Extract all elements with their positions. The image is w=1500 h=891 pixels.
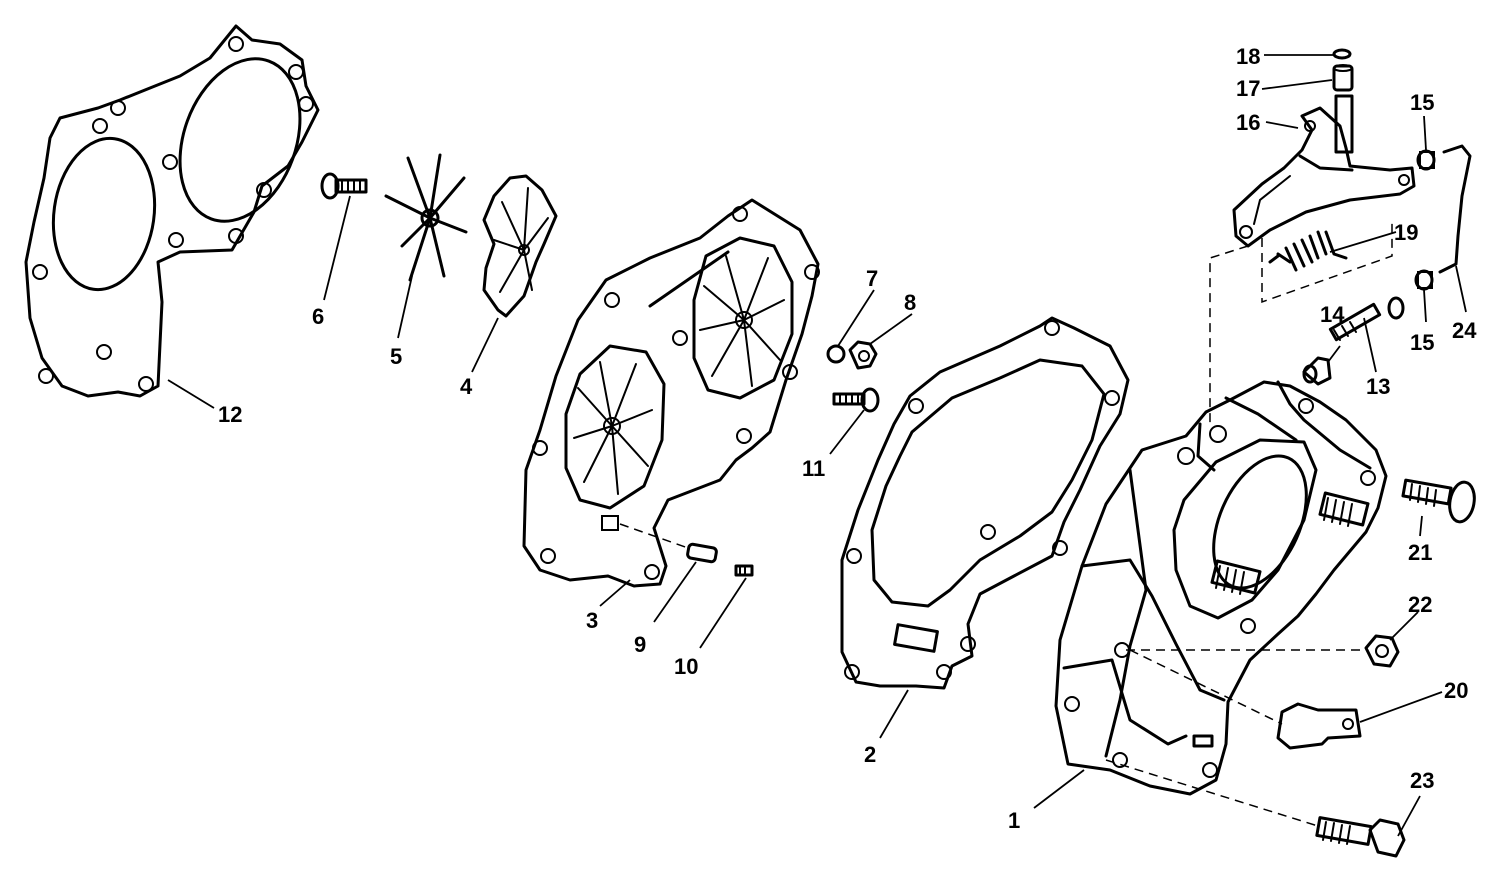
leader-lines xyxy=(167,54,1467,837)
callout-14: 14 xyxy=(1320,302,1345,327)
callout-1: 1 xyxy=(1008,808,1020,833)
callout-17: 17 xyxy=(1236,76,1260,101)
housing-stud-upper xyxy=(1318,491,1370,527)
callout-6: 6 xyxy=(312,304,324,329)
part-18-washer xyxy=(1332,48,1352,60)
callout-24: 24 xyxy=(1452,318,1477,343)
part-23-bolt xyxy=(1315,816,1406,858)
part-15-bushing-upper xyxy=(1416,149,1436,171)
part-17-sleeve xyxy=(1332,64,1354,92)
callout-4: 4 xyxy=(460,374,473,399)
part-4-reed-stop xyxy=(482,174,558,318)
part-24-link-rod xyxy=(1438,144,1472,274)
callout-labels: 12 6 5 4 3 9 10 7 8 11 2 1 14 13 15 15 2… xyxy=(218,44,1477,833)
part-20-clamp xyxy=(1276,702,1362,750)
part-8-nut xyxy=(848,340,878,370)
part-1-housing xyxy=(1054,380,1388,796)
part-5-reed-petals xyxy=(384,153,468,282)
part-2-gasket xyxy=(840,316,1130,690)
callout-11: 11 xyxy=(802,456,825,481)
part-9-dowel-pin xyxy=(686,542,718,564)
part-15-bushing-lower xyxy=(1414,269,1434,291)
part-10-small-screw xyxy=(734,564,754,577)
callout-2: 2 xyxy=(864,742,876,767)
callout-20: 20 xyxy=(1444,678,1468,703)
callout-15-lower: 15 xyxy=(1410,330,1434,355)
callout-5: 5 xyxy=(390,344,402,369)
callout-18: 18 xyxy=(1236,44,1260,69)
part-3-reed-plate xyxy=(522,198,820,588)
callout-12: 12 xyxy=(218,402,242,427)
part-12-gasket xyxy=(24,24,320,398)
part-11-screw xyxy=(832,387,880,413)
callout-7: 7 xyxy=(866,266,878,291)
housing-stud-lower xyxy=(1210,559,1262,595)
callout-15-upper: 15 xyxy=(1410,90,1434,115)
callout-13: 13 xyxy=(1366,374,1390,399)
part-22-nut xyxy=(1364,634,1400,668)
part-14-bushing xyxy=(1302,356,1332,386)
callout-9: 9 xyxy=(634,632,646,657)
part-19-spring xyxy=(1268,230,1348,272)
part-16-arm xyxy=(1232,94,1416,248)
callout-23: 23 xyxy=(1410,768,1434,793)
callout-19: 19 xyxy=(1394,220,1418,245)
assembly-dashed-lines xyxy=(1105,220,1393,827)
reed-plate-openings-left xyxy=(573,361,653,495)
part-7-lock-washer xyxy=(826,344,846,364)
callout-22: 22 xyxy=(1408,592,1432,617)
callout-21: 21 xyxy=(1408,540,1432,565)
part-13-screw xyxy=(1328,296,1405,342)
callout-16: 16 xyxy=(1236,110,1260,135)
part-6-screw xyxy=(320,172,368,200)
callout-3: 3 xyxy=(586,608,598,633)
callout-8: 8 xyxy=(904,290,916,315)
reed-plate-openings-right xyxy=(699,255,785,387)
callout-10: 10 xyxy=(674,654,698,679)
part-21-bolt xyxy=(1401,478,1476,524)
